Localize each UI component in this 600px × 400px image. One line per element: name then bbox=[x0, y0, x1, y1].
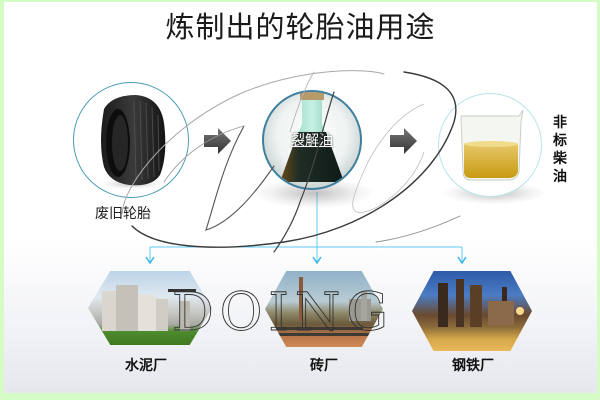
non-standard-diesel-label: 非标柴油 bbox=[553, 115, 567, 185]
pyrolysis-oil-label: 裂解油 bbox=[291, 133, 333, 149]
right-arrow-icon bbox=[204, 128, 231, 154]
diagram-canvas: 炼制出的轮胎油用途 bbox=[4, 2, 597, 393]
cement-plant-icon bbox=[102, 285, 196, 331]
beaker-circle bbox=[438, 93, 542, 197]
brick-factory-image bbox=[265, 271, 383, 347]
cement-plant-label: 水泥厂 bbox=[125, 358, 167, 374]
right-arrow-icon bbox=[390, 128, 417, 154]
brick-factory-icon bbox=[273, 277, 371, 336]
steel-mill-label: 钢铁厂 bbox=[452, 358, 494, 374]
page-title: 炼制出的轮胎油用途 bbox=[165, 10, 436, 44]
waste-tire-label: 废旧轮胎 bbox=[95, 206, 151, 222]
cement-plant-image bbox=[88, 271, 212, 345]
flask-circle: 裂解油 bbox=[262, 90, 362, 190]
steel-mill-icon bbox=[438, 279, 524, 327]
tire-icon bbox=[94, 95, 170, 190]
tire-circle bbox=[73, 82, 189, 198]
diesel-beaker-icon bbox=[460, 109, 524, 181]
steel-mill-image bbox=[412, 271, 532, 351]
brick-factory-label: 砖厂 bbox=[310, 358, 338, 374]
